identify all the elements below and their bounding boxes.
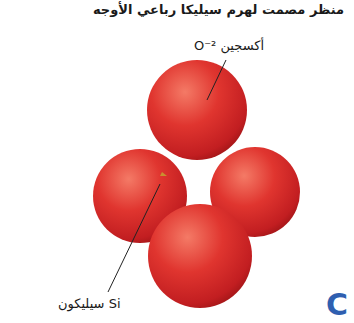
part-label: أكسجين O⁻²: [194, 38, 264, 53]
leader-line: [108, 184, 160, 292]
oxygen-sphere: [147, 60, 247, 160]
diagram-title: منظر مصمت لهرم سيليكا رباعي الأوجه: [93, 2, 344, 17]
oxygen-sphere: [148, 204, 252, 308]
page-letter: C: [326, 287, 348, 322]
leader-line: [207, 60, 226, 100]
silicon-atom: [160, 172, 167, 176]
part-label: Si سيليكون: [58, 296, 121, 311]
